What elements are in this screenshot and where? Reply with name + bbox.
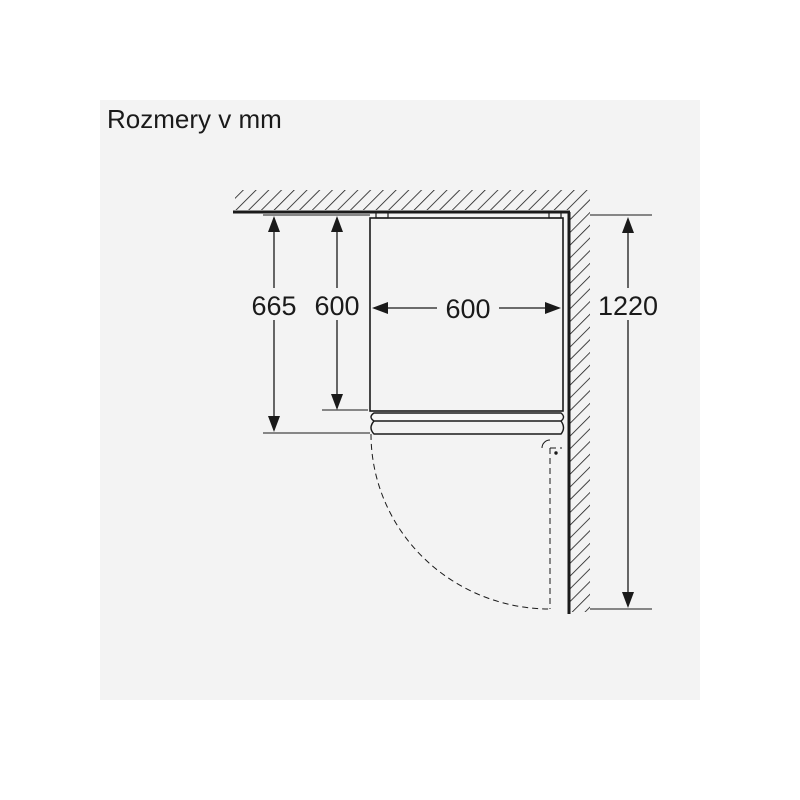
- dimension-label-1220: 1220: [598, 291, 658, 321]
- appliance-body: [369, 211, 564, 412]
- page-title: Rozmery v mm: [107, 104, 282, 134]
- extension-lines: [263, 214, 652, 610]
- dimension-label-600-width: 600: [445, 294, 490, 324]
- hinge-point-icon: [554, 451, 558, 455]
- dimension-1220: [622, 217, 634, 608]
- wall-hatching: [233, 190, 590, 614]
- dimension-665: [268, 216, 280, 432]
- dimension-label-665: 665: [251, 291, 296, 321]
- door-swing-arc: [370, 433, 562, 610]
- dimension-600-width: [372, 302, 561, 314]
- dimension-label-600-depth: 600: [314, 291, 359, 321]
- door: [370, 412, 565, 435]
